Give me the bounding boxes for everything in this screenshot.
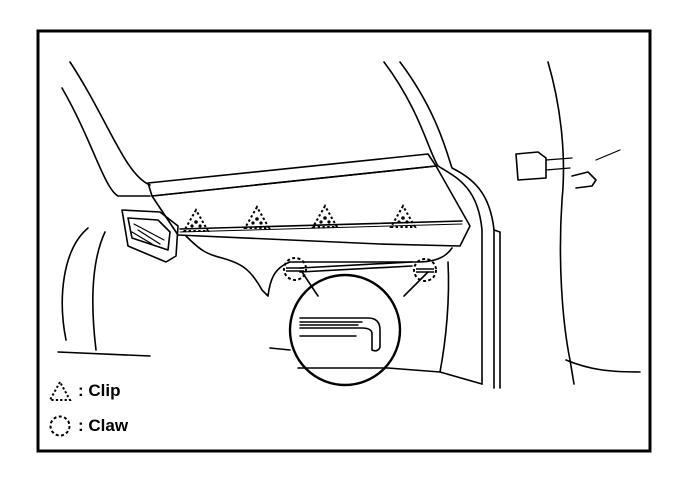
left-lower-contour-2 — [91, 231, 106, 351]
lower-body-bottom — [297, 367, 483, 385]
door-latch — [571, 171, 597, 189]
trim-panel-top — [147, 153, 437, 197]
vent-opening — [121, 209, 179, 263]
legend-clip-label: : Clip — [78, 381, 121, 400]
floor-line — [57, 351, 151, 357]
lower-body-left — [269, 347, 291, 351]
door-edge-2 — [565, 359, 641, 373]
legend-claw: : Claw — [48, 414, 128, 438]
diagram-frame — [36, 29, 652, 453]
callout-leader — [301, 271, 429, 297]
door-edge — [547, 61, 575, 385]
lower-body-right — [439, 261, 450, 373]
trim-panel-face — [151, 165, 471, 247]
callout-circle — [288, 273, 402, 387]
dotted-triangle-icon — [48, 380, 72, 401]
claw-marker-2 — [413, 258, 437, 282]
door-striker — [515, 151, 547, 181]
lower-panel-rail — [299, 261, 413, 273]
claw-detail — [299, 317, 381, 352]
right-pillar-line-1 — [383, 61, 483, 385]
left-body-curve — [69, 61, 151, 186]
left-body-curve-inner — [61, 87, 151, 197]
vent-opening-inner — [127, 217, 171, 251]
legend-claw-label: : Claw — [78, 416, 129, 435]
right-pillar-line-3 — [493, 229, 501, 389]
claw-marker-1 — [283, 257, 307, 281]
dashed-circle-icon — [49, 415, 71, 437]
lower-panel-outline — [185, 235, 453, 297]
right-pillar-line-2 — [399, 61, 495, 389]
legend-clip: : Clip — [48, 380, 121, 402]
trim-panel-edge-line — [179, 220, 463, 230]
left-lower-contour — [61, 227, 89, 341]
